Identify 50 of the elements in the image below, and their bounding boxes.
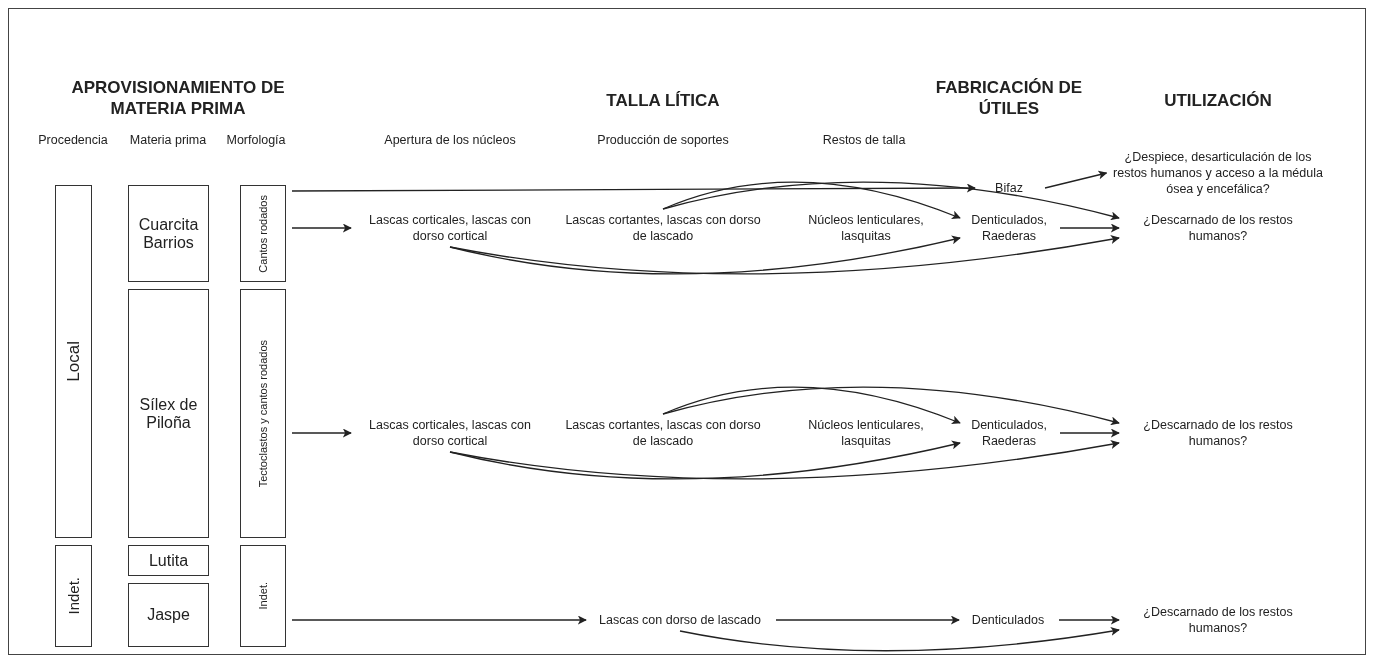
morphology-box: Cantos rodados bbox=[240, 185, 286, 282]
source-box: Indet. bbox=[55, 545, 92, 647]
stage-text: Lascas corticales, lascas con dorso cortical bbox=[355, 417, 545, 449]
morphology-box: Indet. bbox=[240, 545, 286, 647]
column-title: FABRICACIÓN DE ÚTILES bbox=[934, 77, 1084, 119]
source-box: Local bbox=[55, 185, 92, 538]
arrow bbox=[291, 183, 976, 193]
column-header: Producción de soportes bbox=[597, 133, 729, 147]
arrow bbox=[662, 181, 961, 220]
stage-text: Núcleos lenticulares, lasquitas bbox=[807, 417, 925, 449]
arrow bbox=[449, 234, 1120, 275]
stage-text: ¿Descarnado de los restos humanos? bbox=[1123, 604, 1313, 636]
stage-text: ¿Despiece, desarticulación de los restos humanos y acceso a la médula ósea y encefálica? bbox=[1110, 149, 1326, 197]
column-header: Morfología bbox=[226, 133, 286, 147]
stage-text: Denticulados bbox=[963, 612, 1053, 628]
arrow bbox=[1059, 223, 1120, 233]
stage-text: ¿Descarnado de los restos humanos? bbox=[1123, 417, 1313, 449]
arrow bbox=[662, 386, 961, 425]
arrow bbox=[679, 626, 1120, 652]
morphology-box: Tectoclastos y cantos rodados bbox=[240, 289, 286, 538]
stage-text: Lascas con dorso de lascado bbox=[590, 612, 770, 628]
column-header: Procedencia bbox=[38, 133, 108, 147]
arrow bbox=[1058, 615, 1120, 625]
material-box: Lutita bbox=[128, 545, 209, 576]
stage-text: Lascas cortantes, lascas con dorso de lascado bbox=[558, 417, 768, 449]
column-title: APROVISIONAMIENTO DE MATERIA PRIMA bbox=[70, 77, 286, 119]
stage-text: ¿Descarnado de los restos humanos? bbox=[1123, 212, 1313, 244]
column-header: Apertura de los núcleos bbox=[384, 133, 516, 147]
stage-text: Lascas cortantes, lascas con dorso de lascado bbox=[558, 212, 768, 244]
arrow bbox=[291, 615, 587, 625]
arrow bbox=[449, 439, 1120, 480]
column-title: TALLA LÍTICA bbox=[605, 89, 721, 111]
stage-text: Denticulados, Raederas bbox=[964, 212, 1054, 244]
arrow bbox=[662, 181, 1120, 221]
column-header: Materia prima bbox=[129, 133, 207, 147]
stage-text: Denticulados, Raederas bbox=[964, 417, 1054, 449]
column-header: Restos de talla bbox=[822, 133, 906, 147]
arrow bbox=[662, 386, 1120, 426]
material-box: Jaspe bbox=[128, 583, 209, 647]
arrow bbox=[1044, 170, 1108, 189]
material-box: Cuarcita Barrios bbox=[128, 185, 209, 282]
arrow bbox=[291, 223, 352, 233]
material-box: Sílex de Piloña bbox=[128, 289, 209, 538]
stage-text: Núcleos lenticulares, lasquitas bbox=[807, 212, 925, 244]
column-title: UTILIZACIÓN bbox=[1163, 89, 1273, 111]
arrow bbox=[1059, 428, 1120, 438]
stage-text: Lascas corticales, lascas con dorso cortical bbox=[355, 212, 545, 244]
arrow bbox=[775, 615, 960, 625]
stage-text: Bifaz bbox=[979, 180, 1039, 196]
arrow bbox=[291, 428, 352, 438]
